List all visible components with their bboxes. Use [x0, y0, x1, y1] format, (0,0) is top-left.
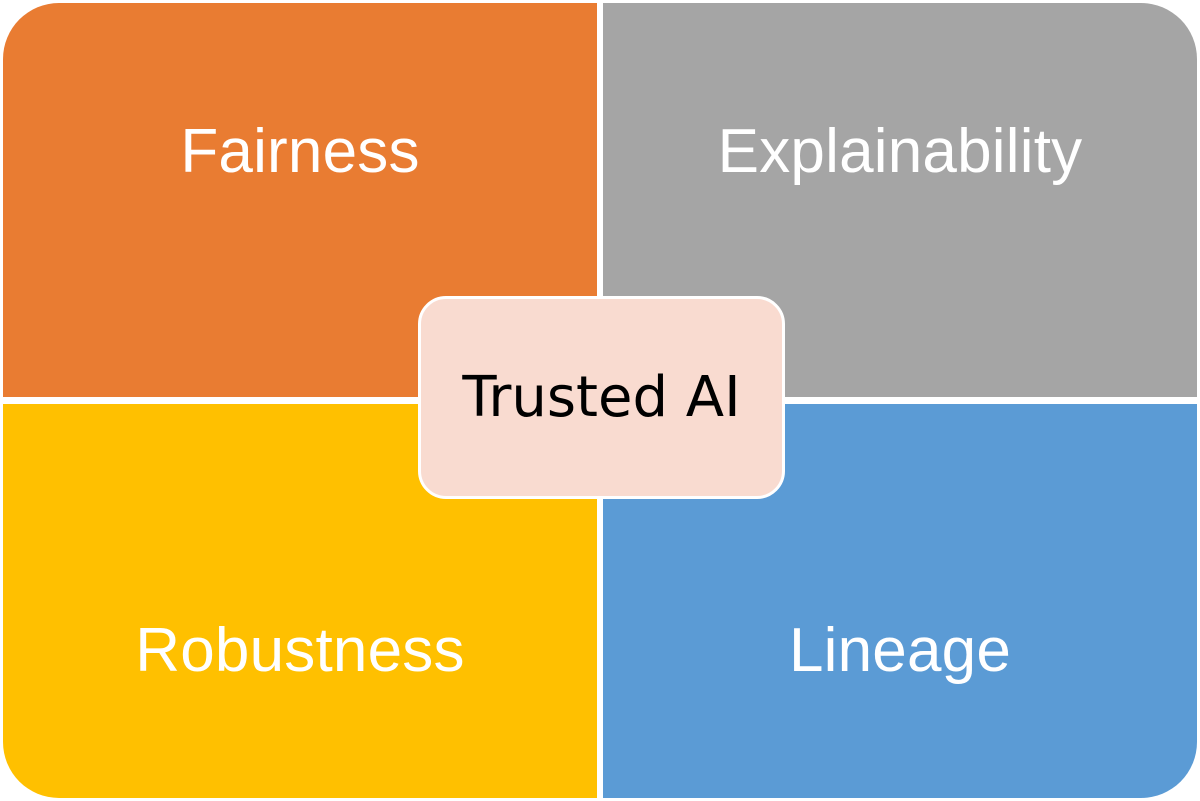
quadrant-fairness[interactable]: Fairness [3, 3, 597, 397]
quadrant-explainability-label: Explainability [717, 117, 1083, 186]
center-hub-label: Trusted AI [462, 364, 741, 430]
quadrant-robustness[interactable]: Robustness [3, 404, 597, 798]
quadrant-fairness-label: Fairness [180, 117, 420, 186]
center-hub-trusted-ai[interactable]: Trusted AI [418, 296, 785, 499]
quadrant-lineage-label: Lineage [788, 616, 1012, 685]
quadrant-robustness-label: Robustness [135, 616, 465, 685]
